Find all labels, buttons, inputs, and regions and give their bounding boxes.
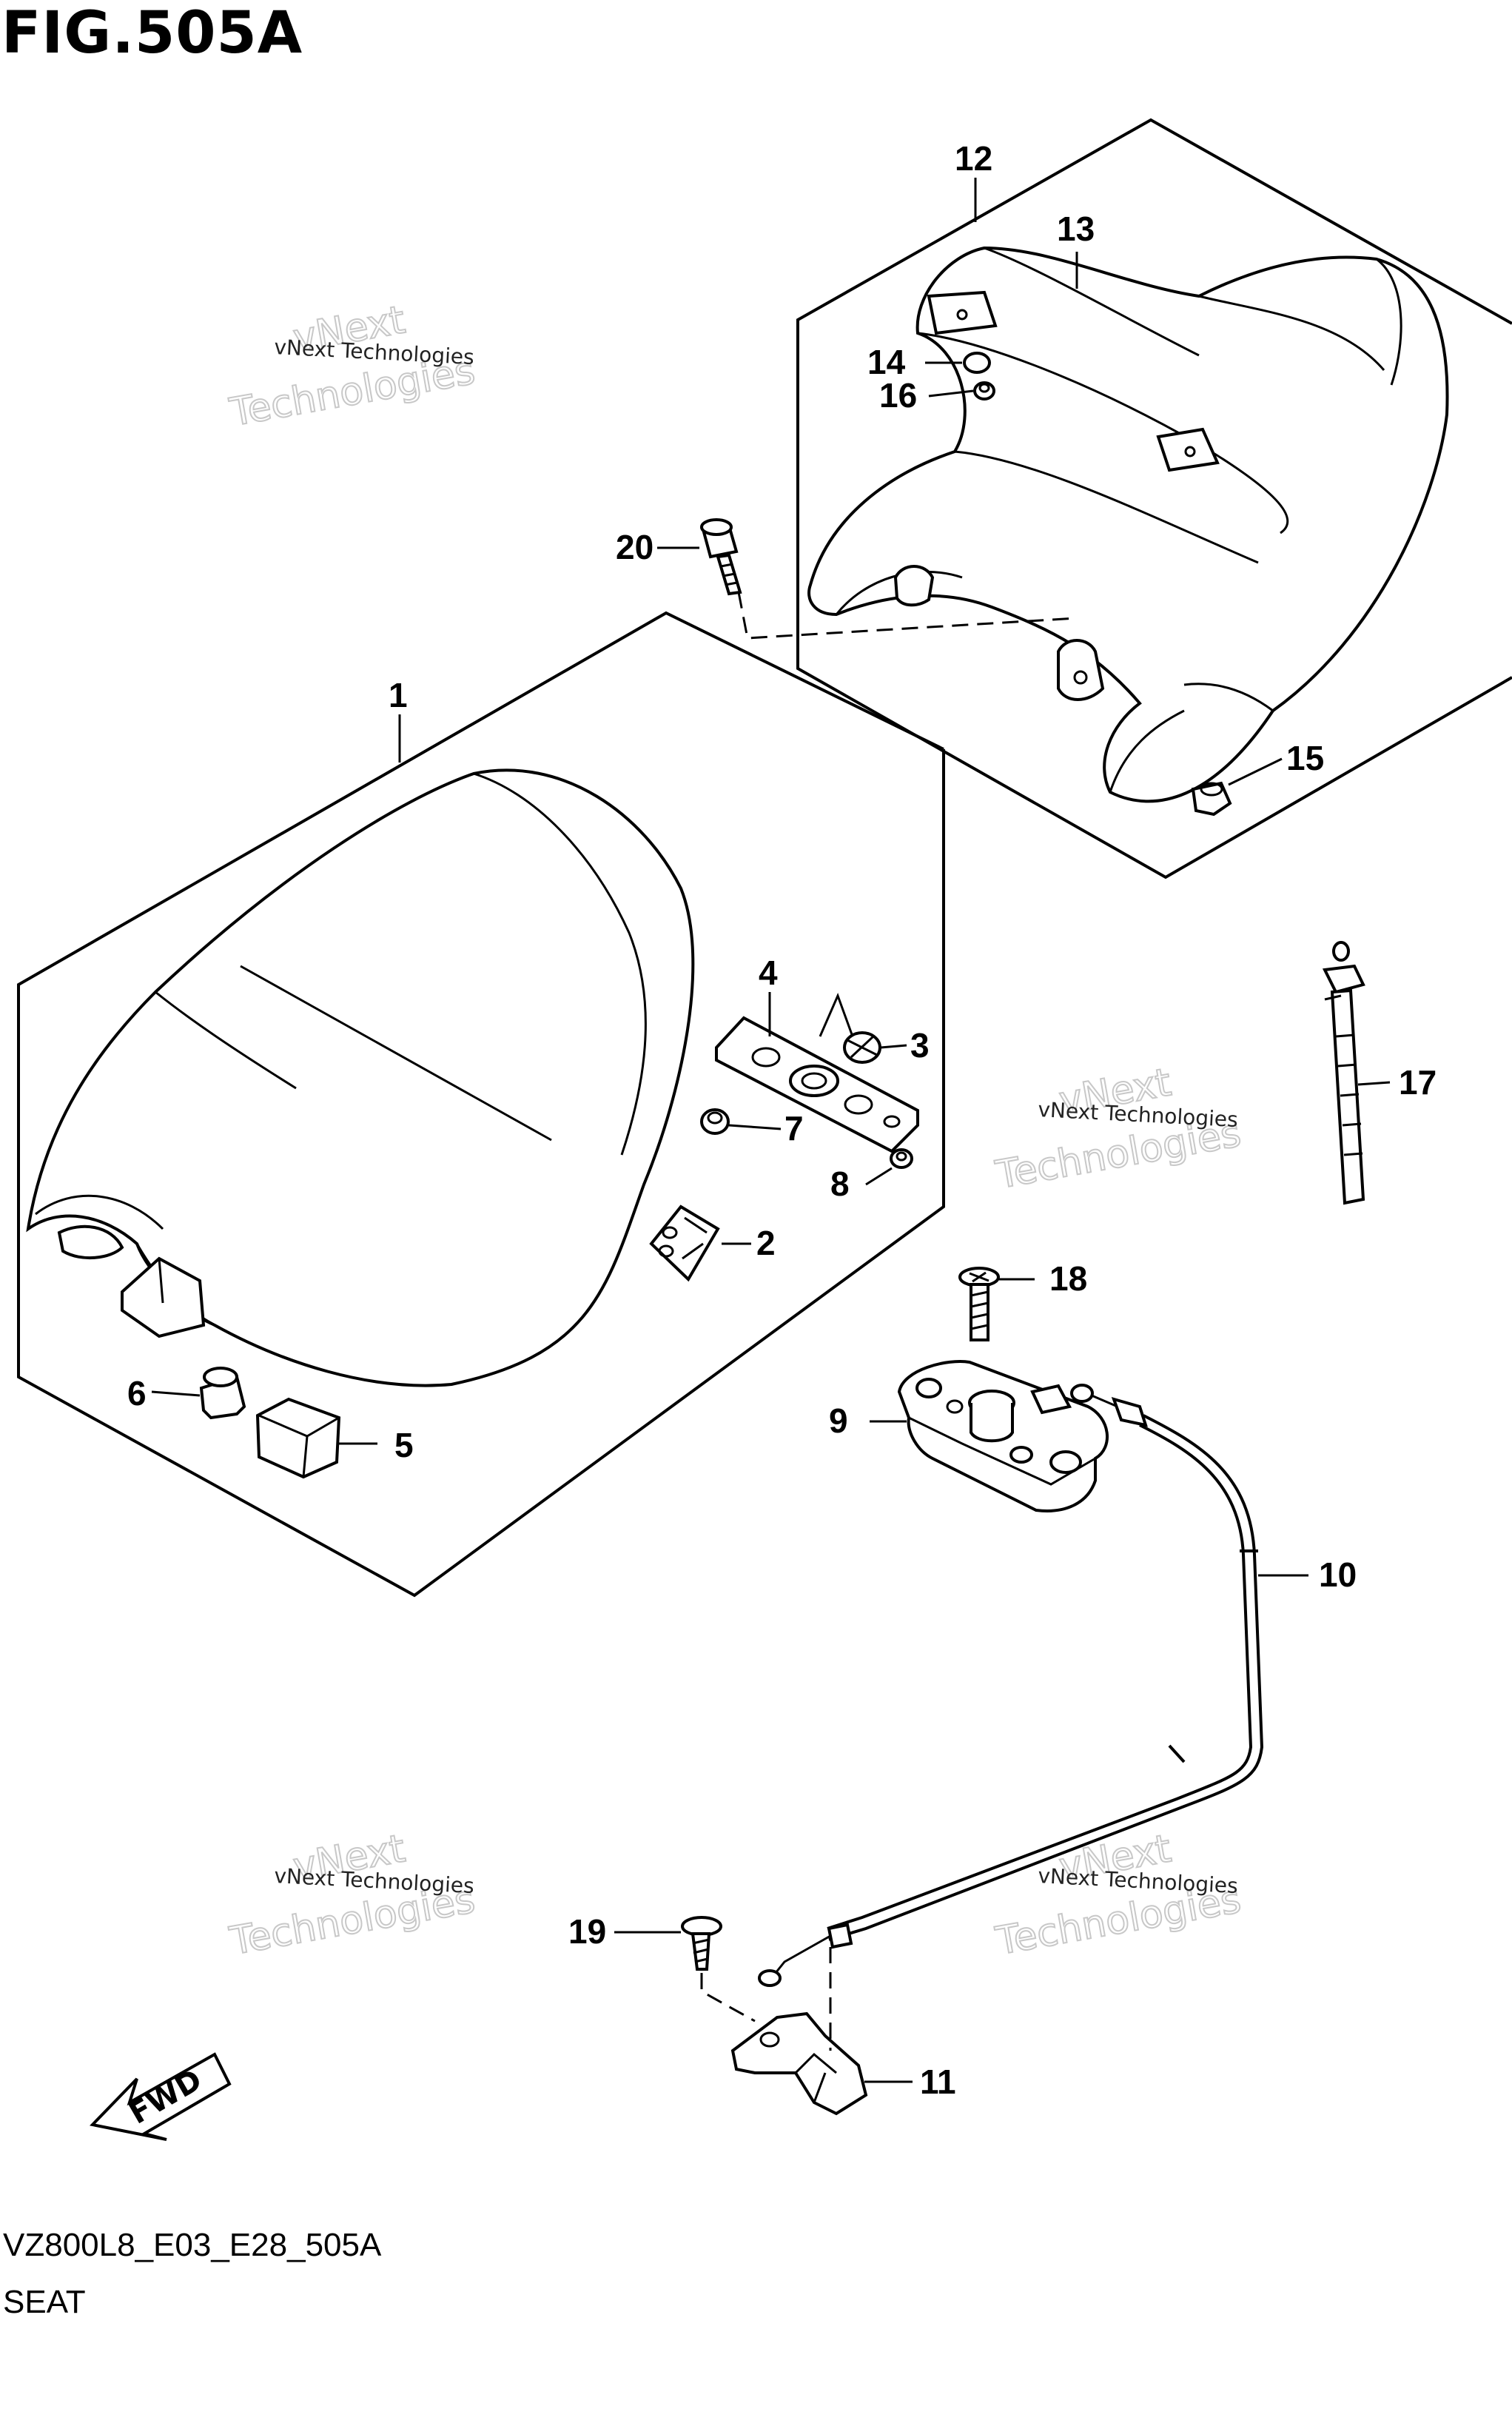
watermark-bottom-right: Technologies vNext vNext Technologies xyxy=(992,1826,1245,1965)
callout-19: 19 xyxy=(568,1912,606,1951)
part-3-grommet xyxy=(843,1031,881,1064)
figure-title: FIG.505A xyxy=(1,0,303,67)
watermark-mid-right: Technologies vNext vNext Technologies xyxy=(992,1059,1245,1199)
callout-5: 5 xyxy=(394,1426,414,1464)
part-16-nut xyxy=(973,381,995,401)
part-20-bolt xyxy=(700,518,742,596)
part-4-bracket xyxy=(715,1016,919,1153)
part-19-leader-dash xyxy=(700,1973,756,2023)
rear-seat-group-box xyxy=(796,118,1512,879)
part-14-washer xyxy=(963,352,991,374)
part-5-cushion xyxy=(255,1397,341,1479)
callout-labels: 12 13 14 16 20 15 1 4 3 7 8 2 6 5 17 18 … xyxy=(127,139,1437,2101)
callout-14: 14 xyxy=(867,343,906,381)
callout-16: 16 xyxy=(879,376,917,415)
callout-11: 11 xyxy=(920,2063,956,2101)
part-11-bracket xyxy=(730,2011,868,2116)
svg-text:vNext Technologies: vNext Technologies xyxy=(1038,1863,1239,1898)
part-15-nut xyxy=(1191,781,1232,817)
main-seat-group-box xyxy=(17,611,945,1598)
svg-text:vNext Technologies: vNext Technologies xyxy=(274,1863,475,1898)
callout-13: 13 xyxy=(1057,210,1095,248)
part-20-leader-dash xyxy=(737,592,1078,640)
part-18-screw xyxy=(958,1267,1000,1341)
callout-20: 20 xyxy=(616,528,653,566)
part-2-clip xyxy=(649,1204,720,1282)
part-3-leader-v xyxy=(819,992,854,1037)
part-8-nut xyxy=(890,1148,913,1169)
part-7-nut xyxy=(700,1108,730,1135)
callout-18: 18 xyxy=(1049,1259,1087,1298)
callout-12: 12 xyxy=(955,139,992,178)
callout-3: 3 xyxy=(910,1026,930,1065)
callout-9: 9 xyxy=(829,1401,848,1440)
callout-10: 10 xyxy=(1319,1555,1357,1594)
watermark-bottom-left: Technologies vNext vNext Technologies xyxy=(226,1826,479,1965)
callout-leaders xyxy=(151,178,1391,2083)
callout-15: 15 xyxy=(1286,739,1324,777)
part-9-lock xyxy=(897,1360,1109,1512)
callout-4: 4 xyxy=(759,954,778,992)
main-seat-1 xyxy=(26,768,695,1387)
diagram-caption: SEAT xyxy=(3,2284,86,2320)
callout-8: 8 xyxy=(830,1165,850,1203)
fwd-arrow: FWD xyxy=(90,2052,232,2141)
part-17-rod xyxy=(1322,941,1365,1205)
svg-text:vNext Technologies: vNext Technologies xyxy=(274,335,475,369)
part-6-cap xyxy=(199,1367,246,1420)
part-19-screw xyxy=(681,1916,722,1971)
part-10-cable xyxy=(758,1384,1264,1987)
callout-6: 6 xyxy=(127,1374,147,1413)
callout-7: 7 xyxy=(784,1109,804,1147)
callout-17: 17 xyxy=(1399,1063,1437,1102)
svg-text:vNext Technologies: vNext Technologies xyxy=(1038,1097,1239,1132)
rear-seat-13 xyxy=(807,246,1449,803)
callout-2: 2 xyxy=(756,1224,776,1262)
callout-1: 1 xyxy=(389,676,408,714)
watermark-top-left: Technologies vNext vNext Technologies xyxy=(226,297,479,436)
diagram-code: VZ800L8_E03_E28_505A xyxy=(3,2227,382,2263)
